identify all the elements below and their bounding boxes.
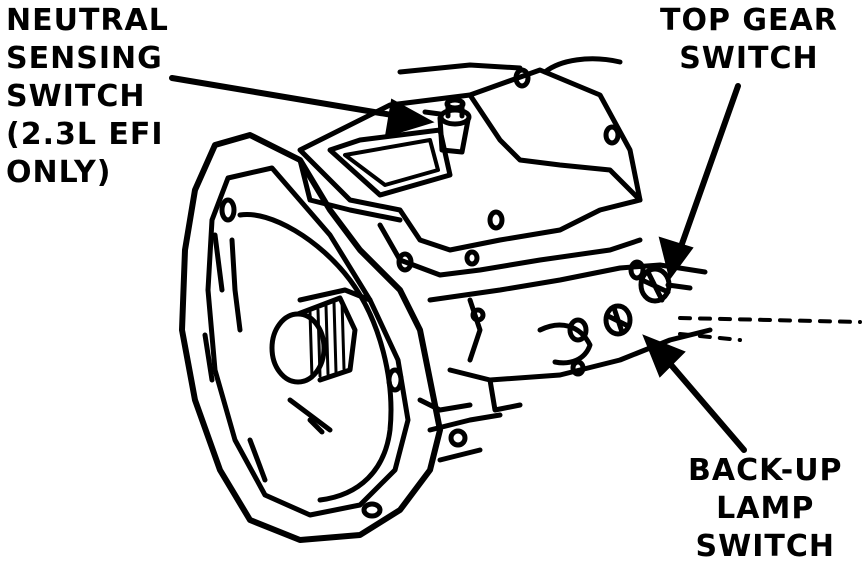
back-up-lamp-switch [567, 303, 633, 377]
back-up-lamp-arrow [642, 334, 747, 453]
neutral-label-line-4: (2.3L EFI [6, 117, 164, 152]
back-up-label-line-2: LAMP [716, 491, 815, 526]
neutral-label-line-5: ONLY) [6, 155, 112, 190]
neutral-label-line-2: SENSING [6, 41, 163, 76]
bell-housing [179, 132, 443, 543]
neutral-sensing-switch [422, 97, 472, 155]
back-up-label-line-3: SWITCH [695, 529, 835, 564]
back-up-lamp-switch-label: BACK-UP LAMP SWITCH [688, 452, 843, 566]
top-gear-label-line-2: SWITCH [679, 41, 819, 76]
neutral-label-line-1: NEUTRAL [6, 3, 169, 38]
reference-dashes [678, 316, 862, 342]
back-up-label-line-1: BACK-UP [688, 453, 843, 488]
neutral-switch-arrow [169, 75, 435, 138]
top-gear-switch-label: TOP GEAR SWITCH [660, 2, 838, 78]
top-gear-arrow [658, 83, 741, 281]
top-gear-switch [628, 259, 693, 304]
neutral-sensing-switch-label: NEUTRAL SENSING SWITCH (2.3L EFI ONLY) [6, 2, 169, 192]
top-gear-label-line-1: TOP GEAR [660, 3, 838, 38]
neutral-label-line-3: SWITCH [6, 79, 146, 114]
input-shaft [269, 287, 373, 385]
cover-bolts [396, 67, 621, 273]
